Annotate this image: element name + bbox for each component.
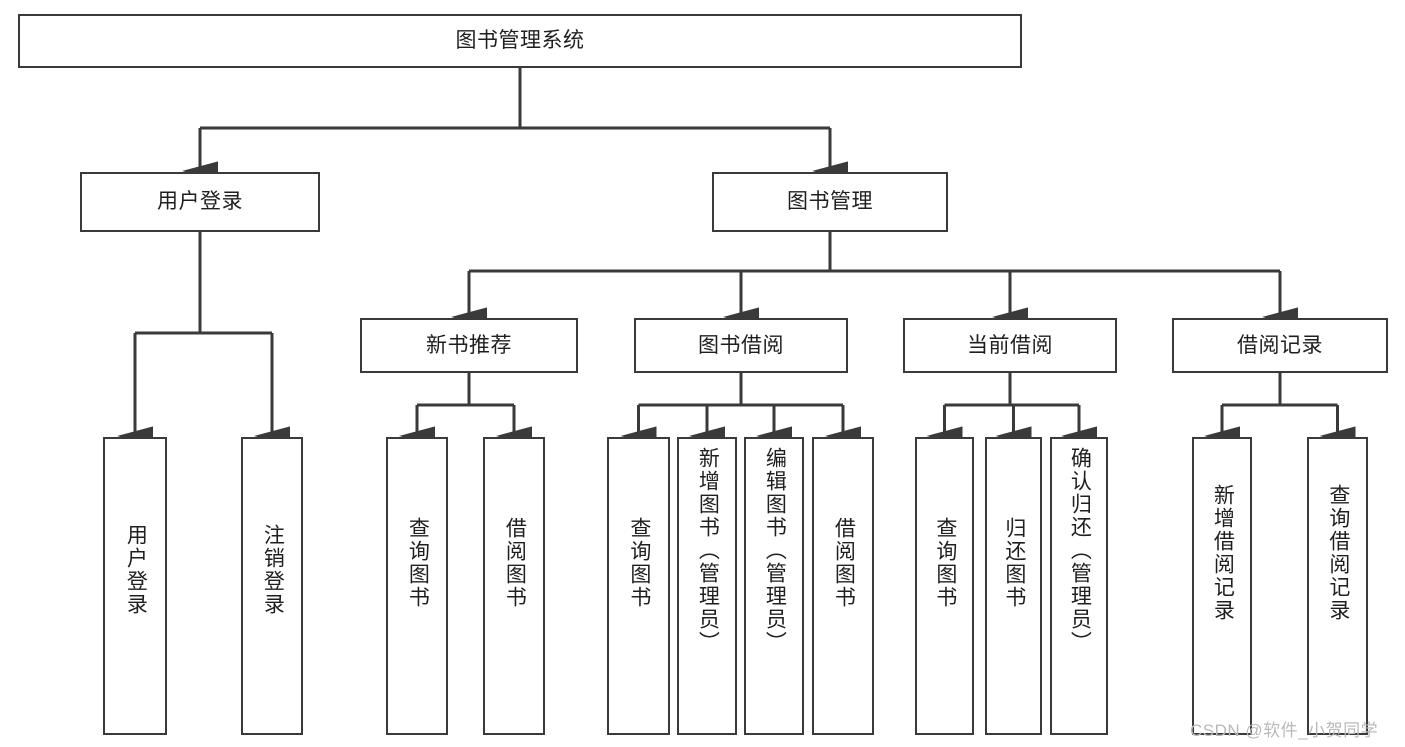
node-book-borrow[interactable]: 图书借阅 bbox=[634, 318, 848, 373]
node-leaf-query-book-recommend[interactable]: 查询图书 bbox=[386, 437, 448, 735]
node-current-borrow-label: 当前借阅 bbox=[967, 333, 1053, 357]
node-leaf-query-book-current-label: 查询图书 bbox=[933, 517, 957, 609]
node-leaf-user-login[interactable]: 用户登录 bbox=[103, 437, 167, 735]
node-new-book-recommend-label: 新书推荐 bbox=[426, 333, 512, 357]
node-leaf-user-login-label: 用户登录 bbox=[124, 524, 148, 616]
node-leaf-logout-login-label: 注销登录 bbox=[261, 524, 285, 616]
node-leaf-return-book-label: 归还图书 bbox=[1002, 517, 1026, 609]
node-leaf-edit-book-admin-label: 编辑图书（管理员） bbox=[763, 447, 787, 654]
node-leaf-add-book-admin[interactable]: 新增图书（管理员） bbox=[677, 437, 737, 735]
node-user-login[interactable]: 用户登录 bbox=[80, 172, 320, 232]
node-leaf-confirm-return-admin[interactable]: 确认归还（管理员） bbox=[1050, 437, 1108, 735]
node-leaf-return-book[interactable]: 归还图书 bbox=[985, 437, 1042, 735]
node-leaf-add-borrow-record[interactable]: 新增借阅记录 bbox=[1192, 437, 1252, 735]
node-book-management[interactable]: 图书管理 bbox=[712, 172, 948, 232]
node-root-label: 图书管理系统 bbox=[455, 29, 585, 53]
node-book-management-label: 图书管理 bbox=[787, 190, 873, 214]
node-leaf-borrow-book-recommend-label: 借阅图书 bbox=[503, 517, 527, 609]
node-borrow-record-label: 借阅记录 bbox=[1237, 333, 1323, 357]
node-leaf-query-book-borrow-label: 查询图书 bbox=[627, 517, 651, 609]
node-borrow-record[interactable]: 借阅记录 bbox=[1172, 318, 1388, 373]
node-leaf-borrow-book-recommend[interactable]: 借阅图书 bbox=[483, 437, 545, 735]
node-user-login-label: 用户登录 bbox=[157, 190, 243, 214]
node-root[interactable]: 图书管理系统 bbox=[18, 14, 1022, 68]
node-leaf-query-borrow-record[interactable]: 查询借阅记录 bbox=[1307, 437, 1368, 735]
node-leaf-query-book-recommend-label: 查询图书 bbox=[406, 517, 430, 609]
node-leaf-query-borrow-record-label: 查询借阅记录 bbox=[1326, 484, 1350, 622]
node-leaf-logout-login[interactable]: 注销登录 bbox=[241, 437, 303, 735]
node-new-book-recommend[interactable]: 新书推荐 bbox=[360, 318, 578, 373]
node-leaf-confirm-return-admin-label: 确认归还（管理员） bbox=[1068, 447, 1092, 654]
node-leaf-add-book-admin-label: 新增图书（管理员） bbox=[696, 447, 720, 654]
node-leaf-add-borrow-record-label: 新增借阅记录 bbox=[1211, 484, 1235, 622]
node-leaf-query-book-borrow[interactable]: 查询图书 bbox=[607, 437, 670, 735]
node-current-borrow[interactable]: 当前借阅 bbox=[903, 318, 1117, 373]
node-leaf-query-book-current[interactable]: 查询图书 bbox=[915, 437, 974, 735]
node-leaf-edit-book-admin[interactable]: 编辑图书（管理员） bbox=[744, 437, 804, 735]
node-leaf-borrow-book-label: 借阅图书 bbox=[832, 517, 856, 609]
node-book-borrow-label: 图书借阅 bbox=[698, 333, 784, 357]
node-leaf-borrow-book[interactable]: 借阅图书 bbox=[812, 437, 874, 735]
